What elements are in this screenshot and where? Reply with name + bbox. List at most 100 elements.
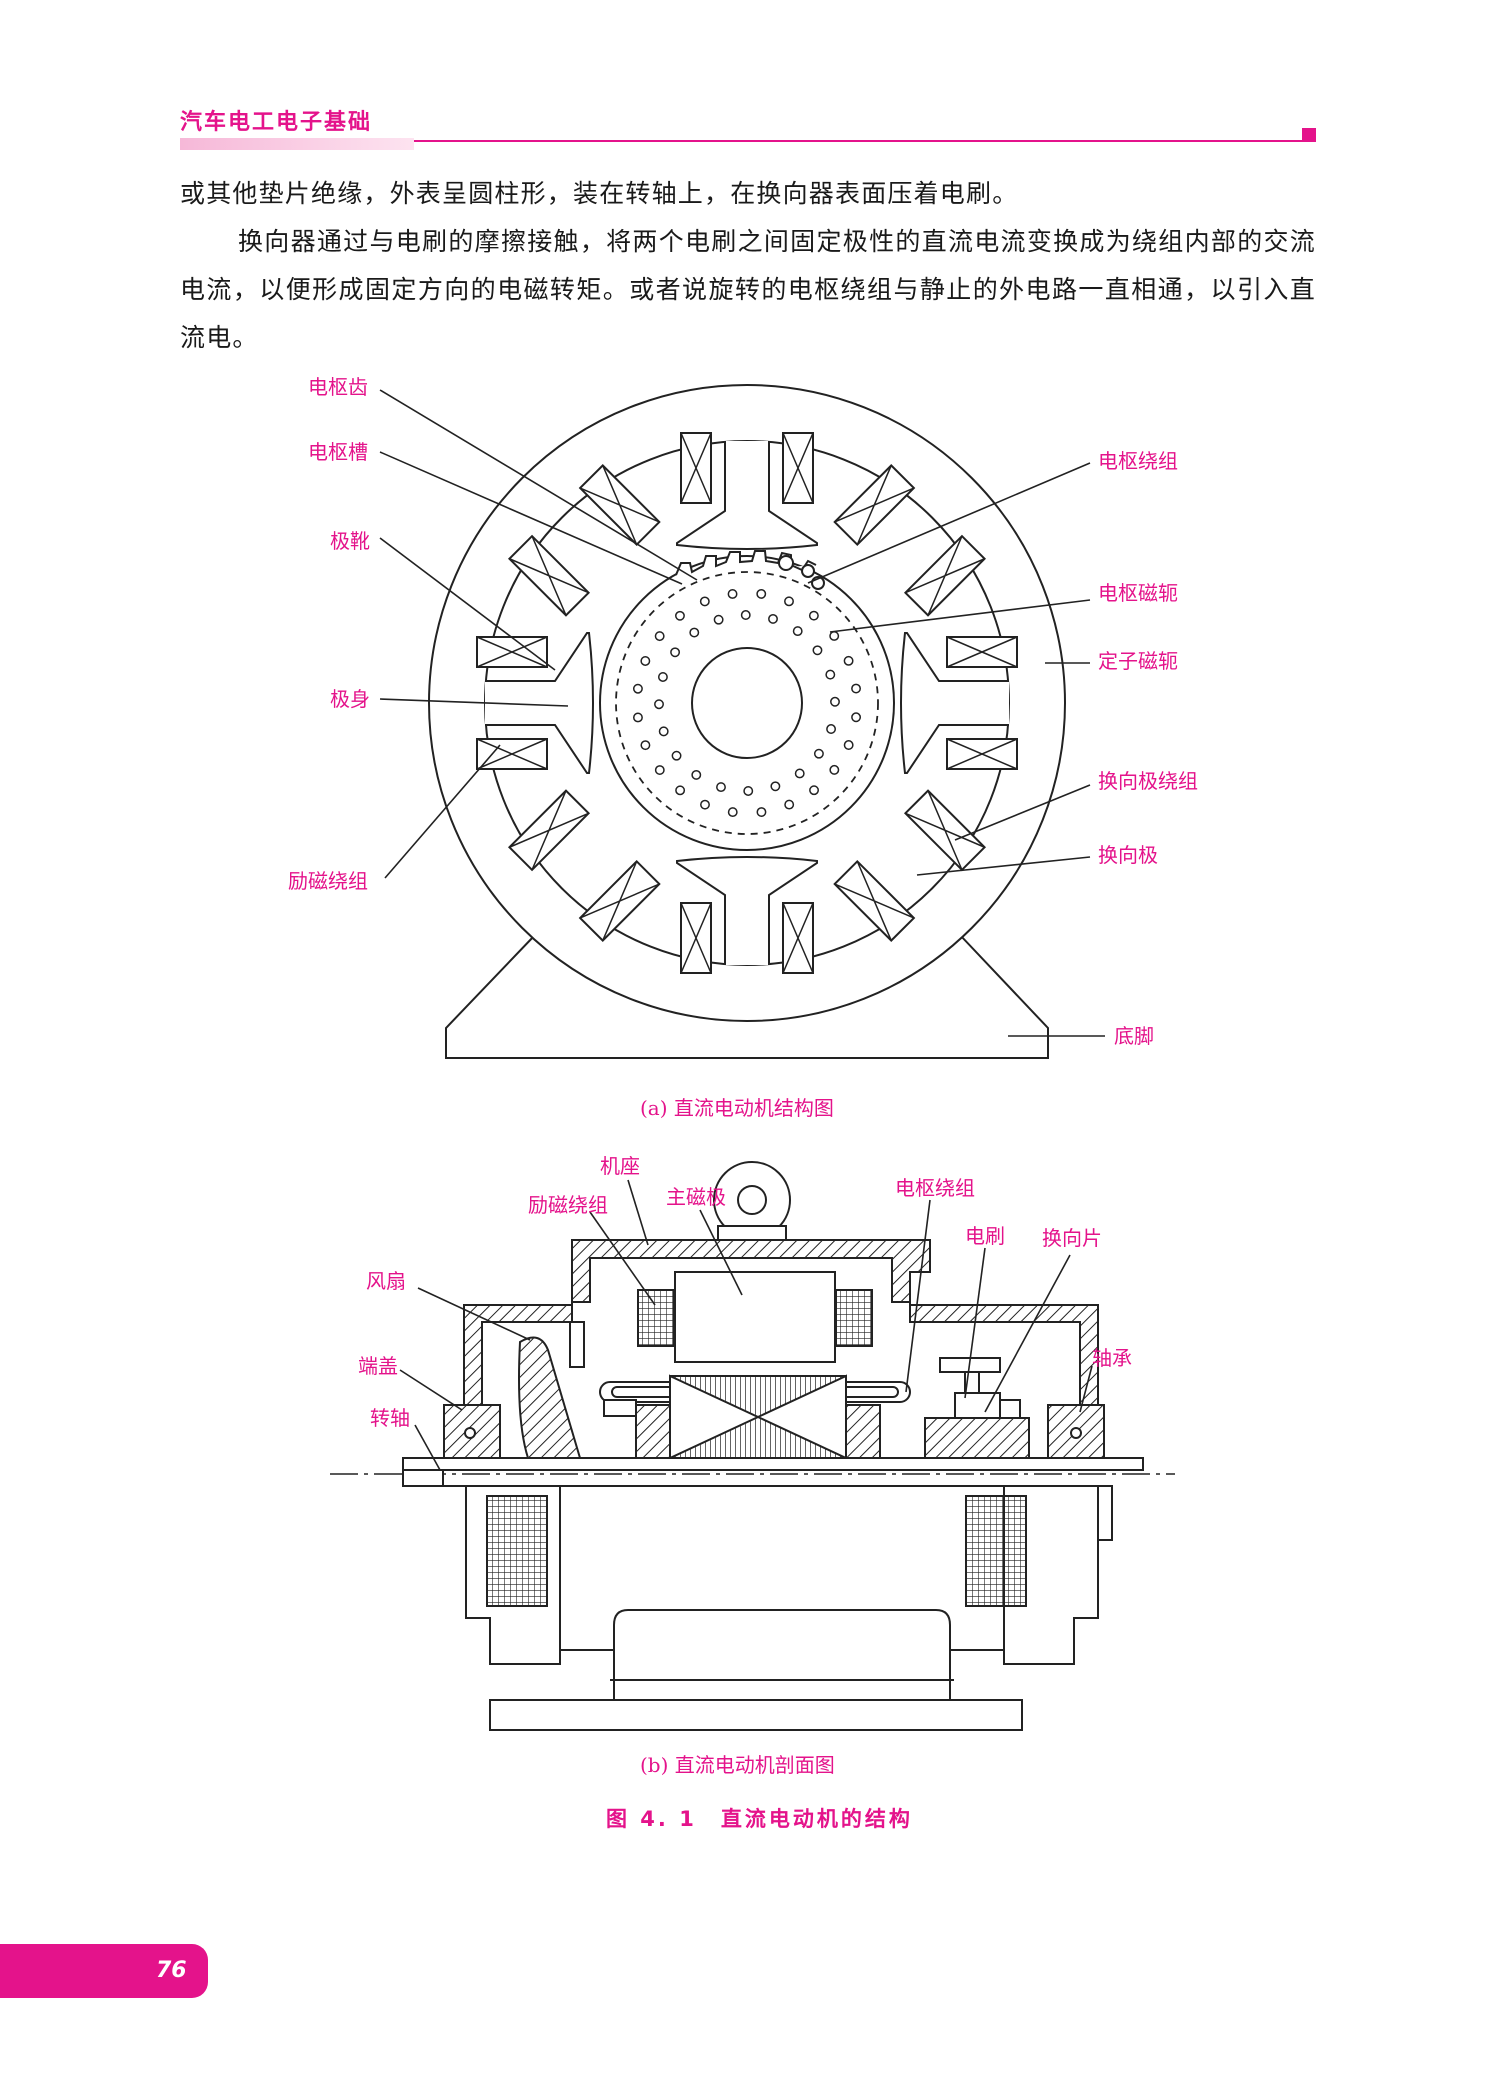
label-armature-yoke: 电枢磁轭	[1098, 581, 1178, 605]
shaft-bore	[691, 647, 803, 759]
conductor-dot	[699, 596, 710, 607]
conductor-dot	[770, 781, 781, 792]
field-winding-right	[835, 1289, 873, 1347]
paragraph-1: 或其他垫片绝缘，外表呈圆柱形，装在转轴上，在换向器表面压着电刷。	[180, 179, 1019, 208]
interpole	[507, 789, 661, 943]
conductor-dot	[727, 589, 738, 599]
conductor-dot	[829, 764, 840, 775]
header-square-marker	[1302, 128, 1316, 142]
conductor-dot	[700, 799, 710, 810]
conductor-dot	[825, 669, 836, 680]
figure-a-labels: 电枢齿 电枢槽 极靴 极身 励磁绕组 电枢绕组 电枢磁轭 定子磁轭 换向极绕组 …	[288, 375, 1198, 1048]
label-field-winding: 励磁绕组	[288, 869, 368, 893]
field-winding-left	[637, 1289, 675, 1347]
conductor-dot	[784, 596, 794, 607]
conductor-dot	[670, 647, 681, 658]
conductor-dot	[740, 610, 751, 620]
conductor-dot	[654, 631, 665, 642]
conductor-dot	[743, 786, 754, 796]
conductor-dot	[654, 699, 664, 710]
header-rule	[414, 140, 1302, 142]
conductor-dot	[716, 782, 726, 793]
conductor-dot	[658, 726, 669, 737]
conductor-dot	[689, 627, 700, 638]
conductor-dot	[633, 712, 643, 723]
figure-b-drawing	[330, 1161, 1175, 1487]
label-bearing: 轴承	[1092, 1346, 1132, 1370]
conductor-dot	[671, 750, 682, 761]
conductor-dot	[756, 588, 767, 599]
label-pole-body: 极身	[330, 687, 370, 711]
conductor-dot	[812, 645, 823, 656]
conductor-dot	[727, 807, 738, 818]
armature-core	[599, 555, 895, 851]
conductor-dot	[826, 724, 837, 734]
page-number: 76	[156, 1958, 187, 1983]
label-pole-shoe: 极靴	[330, 529, 370, 553]
main-pole	[476, 632, 594, 774]
conductor-dot	[851, 683, 861, 694]
conductor-dot	[794, 768, 805, 779]
label-b-field-winding: 励磁绕组	[528, 1193, 608, 1217]
page-number-tab	[0, 1944, 208, 1998]
conductor-dot	[756, 807, 767, 817]
label-frame: 机座	[600, 1154, 640, 1178]
main-pole-body	[674, 1271, 836, 1363]
conductor-dot	[713, 614, 724, 625]
interpoles	[507, 463, 987, 943]
main-pole	[900, 632, 1018, 774]
conductor-dot	[843, 655, 854, 666]
conductor-dot	[691, 769, 702, 780]
figure-a-leaders	[379, 389, 1105, 1037]
conductor-dot	[808, 610, 819, 621]
interpole	[507, 463, 661, 617]
label-stator-yoke: 定子磁轭	[1098, 649, 1178, 673]
main-poles	[476, 432, 1018, 974]
conductor-dot	[675, 610, 685, 621]
lower-winding-right	[965, 1495, 1027, 1607]
figure-a-caption: (a) 直流电动机结构图	[640, 1096, 834, 1120]
conductor-dot	[813, 748, 824, 759]
label-interpole-winding: 换向极绕组	[1098, 769, 1198, 793]
conductor-dot	[654, 765, 665, 775]
conductor-dot	[784, 799, 795, 810]
conductor-dot	[632, 683, 643, 694]
lower-base-plate	[489, 1699, 1023, 1731]
lower-winding-left	[486, 1495, 548, 1607]
label-base-foot: 底脚	[1114, 1024, 1154, 1048]
conductor-dot	[640, 740, 651, 751]
label-armature-tooth: 电枢齿	[308, 375, 368, 399]
label-fan: 风扇	[366, 1269, 406, 1293]
base-foot-shape	[445, 934, 1049, 1059]
label-main-pole: 主磁极	[666, 1185, 726, 1209]
conductor-dot	[792, 626, 803, 637]
conductor-dot	[675, 785, 686, 796]
main-pole	[676, 432, 818, 550]
label-armature-winding: 电枢绕组	[1098, 449, 1178, 473]
label-interpole: 换向极	[1098, 843, 1158, 867]
conductor-dot	[829, 631, 840, 641]
interpole	[833, 789, 987, 943]
label-armature-slot: 电枢槽	[308, 440, 368, 464]
running-header-title: 汽车电工电子基础	[180, 110, 373, 135]
armature-conductors	[632, 588, 862, 818]
conductor-dot	[809, 785, 819, 796]
label-end-cover: 端盖	[358, 1354, 398, 1378]
label-b-armature-winding: 电枢绕组	[895, 1176, 975, 1200]
conductor-dot	[640, 656, 651, 666]
main-pole	[676, 856, 818, 974]
interpole	[833, 463, 987, 617]
label-commutator-segment: 换向片	[1042, 1226, 1102, 1250]
header-gradient-bar	[180, 138, 414, 150]
motor-structure-figure: 电枢齿 电枢槽 极靴 极身 励磁绕组 电枢绕组 电枢磁轭 定子磁轭 换向极绕组 …	[288, 375, 1198, 1831]
conductor-dot	[851, 712, 862, 723]
conductor-dot	[768, 613, 778, 624]
label-brush: 电刷	[965, 1224, 1005, 1248]
label-shaft: 转轴	[370, 1406, 410, 1430]
figure-b-labels: 机座 励磁绕组 主磁极 电枢绕组 电刷 换向片 风扇 端盖 转轴 轴承	[358, 1154, 1132, 1430]
figure-title: 图 4. 1 直流电动机的结构	[606, 1807, 913, 1831]
figure-b-leaders	[399, 1179, 1093, 1471]
conductor-dot	[843, 740, 854, 750]
figure-b-lower-section	[443, 1485, 1113, 1731]
conductor-dot	[830, 696, 840, 707]
